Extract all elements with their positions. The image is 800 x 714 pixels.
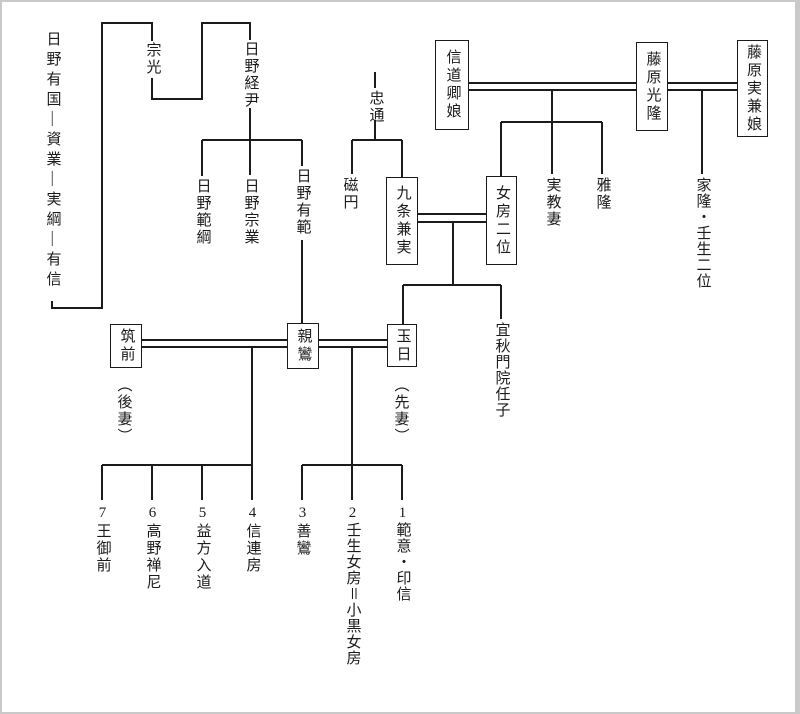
person-zenran: 3善鸞	[294, 505, 311, 557]
person-ietaka-mibu-nii: 家隆・壬生二位	[694, 177, 711, 289]
person-fujiwara-mitsutaka: 藤原光隆	[636, 42, 668, 131]
person-label: 藤原光隆	[644, 50, 661, 123]
person-label: 筑前	[118, 328, 135, 364]
person-hino-arikuni-lineage: 日野有国—資業—実綱—有信	[44, 31, 61, 291]
child-name: 信連房	[244, 523, 261, 574]
person-nyobo-nii: 女房二位	[486, 176, 517, 265]
person-hani-inshin: 1範意・印信	[394, 505, 411, 602]
note-chikuzen-gosai: （後妻）	[115, 377, 132, 445]
person-label: 女房二位	[494, 184, 510, 257]
person-mibu-nyobo: 2壬生女房＝小黒女房	[344, 505, 361, 667]
person-gishumonin-ninshi: 宜秋門院任子	[493, 322, 510, 418]
child-number: 5	[194, 505, 211, 523]
child-name: 益方入道	[194, 523, 211, 591]
child-name: 善鸞	[294, 523, 311, 557]
person-tamahi: 玉日	[387, 324, 417, 367]
marriage-shindo-mitsutaka	[469, 82, 636, 176]
person-koya-zenni: 6高野禅尼	[144, 505, 161, 591]
person-label: 信道卿娘	[444, 49, 461, 121]
chikuzen-children-branch	[101, 347, 253, 500]
person-label: 九条兼実	[394, 185, 411, 257]
child-name: 壬生女房＝小黒女房	[344, 522, 361, 667]
person-fujiwara-sanekane-musume: 藤原実兼娘	[737, 40, 768, 137]
child-name: 高野禅尼	[144, 523, 161, 591]
person-shindo-kyo-musume: 信道卿娘	[435, 40, 469, 130]
note-tamahi-senzai: （先妻）	[392, 377, 409, 445]
person-ogozen: 7王御前	[94, 505, 111, 574]
tamahi-children-branch	[301, 347, 403, 500]
person-masukata-nyudo: 5益方入道	[194, 505, 211, 591]
person-hino-arinori: 日野有範	[294, 168, 311, 236]
child-name: 範意・印信	[394, 522, 411, 602]
person-kujo-kanezane: 九条兼実	[386, 177, 418, 265]
marriage-kanezane-nyobo	[402, 213, 502, 324]
lineage-zigzag-line	[51, 22, 251, 309]
child-number: 6	[144, 505, 161, 523]
person-hino-noritsuna: 日野範綱	[194, 178, 211, 246]
person-munemitsu: 宗光	[144, 42, 161, 76]
person-hino-munenari: 日野宗業	[242, 178, 259, 246]
person-label: 玉日	[394, 327, 411, 364]
child-number: 4	[244, 505, 261, 523]
marriage-mitsutaka-sanekane	[668, 82, 737, 174]
tadamichi-children-branch	[351, 72, 403, 177]
child-name: 王御前	[94, 523, 111, 574]
child-number: 3	[294, 505, 311, 523]
tsunetada-children-branch	[201, 108, 303, 176]
person-label: 藤原実兼娘	[745, 43, 761, 134]
child-number: 7	[94, 505, 111, 523]
person-label: 親鸞	[295, 328, 312, 364]
person-shinran: 親鸞	[287, 323, 319, 369]
child-number: 1	[394, 505, 411, 522]
child-number: 2	[344, 505, 361, 522]
marriage-chikuzen-shinran	[142, 339, 287, 348]
person-shinrenbo: 4信連房	[244, 505, 261, 574]
person-jien: 磁円	[341, 177, 358, 211]
person-hino-tsunetada: 日野経尹	[242, 41, 259, 109]
person-masataka: 雅隆	[594, 177, 611, 211]
marriage-shinran-tamahi	[319, 339, 387, 348]
person-tadamichi: 忠通	[367, 90, 384, 124]
person-chikuzen: 筑前	[110, 324, 142, 368]
person-sanenori-tsuma: 実教妻	[544, 177, 561, 228]
